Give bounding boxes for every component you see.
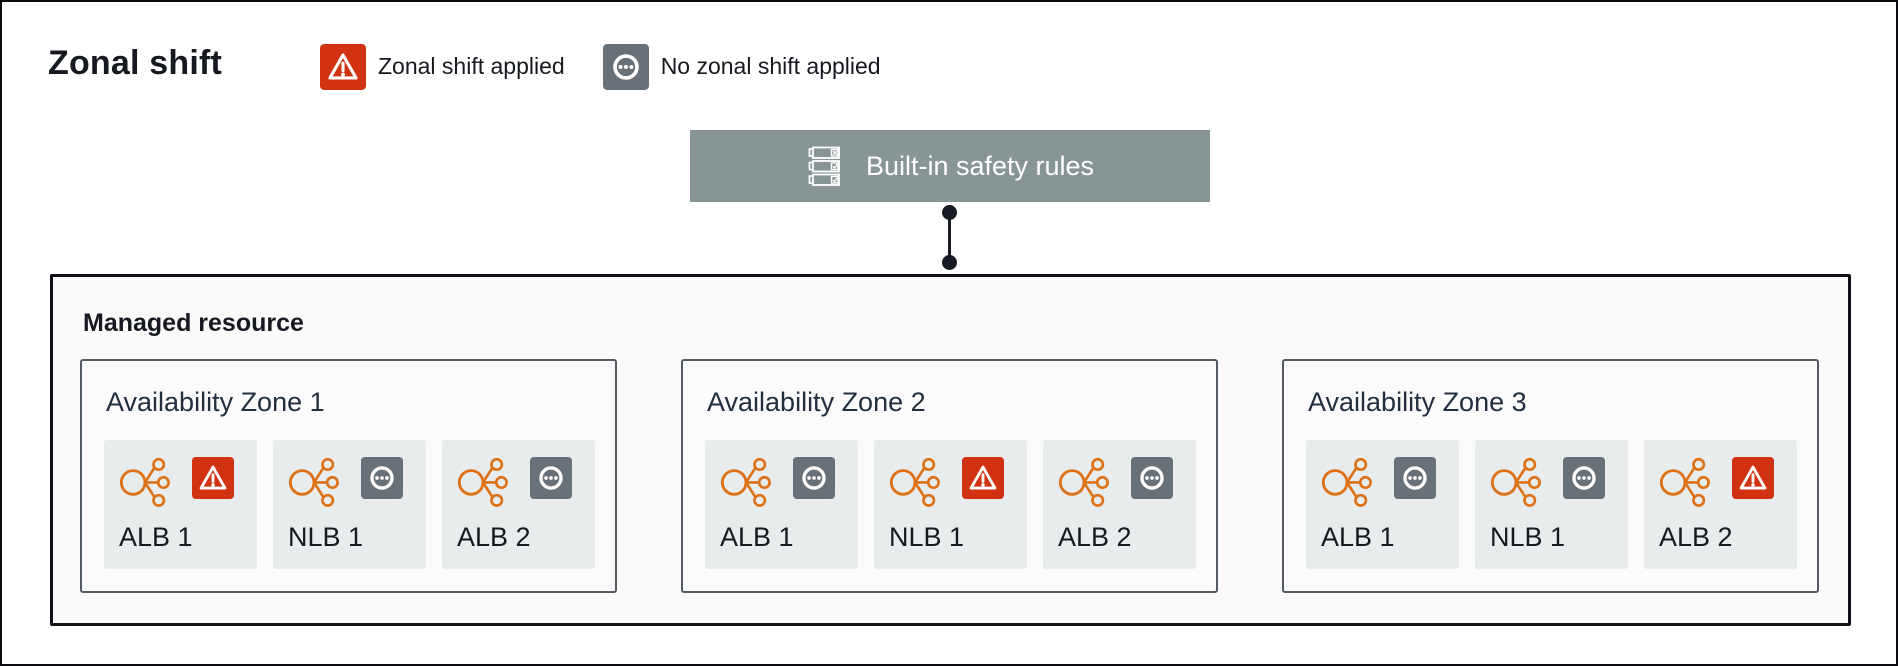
availability-zone-3: Availability Zone 3 ALB 1 [1282,359,1819,593]
no-zonal-shift-icon [361,455,403,499]
zonal-shift-applied-icon [962,455,1004,499]
load-balancer-icon [888,455,941,508]
load-balancer-icon [719,455,772,508]
load-balancer-icon [1057,455,1110,508]
load-balancer-icon [287,455,340,508]
resource-label: ALB 1 [1321,522,1395,552]
no-zonal-shift-icon [1394,455,1436,499]
load-balancer-icon [1658,455,1711,508]
availability-zone-1: Availability Zone 1 ALB 1 [80,359,617,593]
resource-card: ALB 1 [705,440,858,569]
resource-label: ALB 1 [119,522,193,552]
legend: Zonal shift applied No zonal shift appli… [320,42,881,90]
legend-label: No zonal shift applied [660,52,881,79]
legend-item-none: No zonal shift applied [603,42,881,90]
resource-card: ALB 1 [104,440,257,569]
zone-cards: ALB 1 NLB 1 [1306,440,1797,569]
no-zonal-shift-icon [793,455,835,499]
zone-cards: ALB 1 NLB 1 [705,440,1196,569]
connector-dot-bottom [942,255,957,270]
zone-cards: ALB 1 NLB 1 [104,440,595,569]
resource-card: ALB 2 [1644,440,1797,569]
resource-card: ALB 1 [1306,440,1459,569]
zonal-shift-applied-icon [192,455,234,499]
warning-triangle-icon [320,42,366,90]
zone-title: Availability Zone 3 [1308,387,1527,417]
safety-rules-checklist-icon [806,144,850,188]
load-balancer-icon [1489,455,1542,508]
resource-card: ALB 2 [442,440,595,569]
resource-label: NLB 1 [1490,522,1566,552]
availability-zone-2: Availability Zone 2 ALB 1 [681,359,1218,593]
connector-line [948,209,951,265]
load-balancer-icon [1320,455,1373,508]
connector-dot-top [942,205,957,220]
legend-item-applied: Zonal shift applied [320,42,565,90]
resource-label: ALB 2 [1058,522,1132,552]
resource-label: NLB 1 [889,522,965,552]
legend-label: Zonal shift applied [378,52,565,79]
resource-label: ALB 2 [457,522,531,552]
resource-card: ALB 2 [1043,440,1196,569]
no-zonal-shift-icon [1131,455,1173,499]
zone-title: Availability Zone 2 [707,387,926,417]
load-balancer-icon [118,455,171,508]
managed-resource-title: Managed resource [83,309,304,337]
resource-label: NLB 1 [288,522,364,552]
resource-card: NLB 1 [273,440,426,569]
managed-resource-panel: Managed resource Availability Zone 1 ALB… [50,274,1851,626]
built-in-safety-rules-box: Built-in safety rules [690,130,1210,202]
resource-card: NLB 1 [874,440,1027,569]
zonal-shift-applied-icon [1732,455,1774,499]
ellipsis-circle-icon [603,42,649,90]
page-title: Zonal shift [48,44,223,82]
resource-label: ALB 2 [1659,522,1733,552]
availability-zones-row: Availability Zone 1 ALB 1 [80,359,1819,593]
zone-title: Availability Zone 1 [106,387,325,417]
load-balancer-icon [456,455,509,508]
no-zonal-shift-icon [1563,455,1605,499]
safety-rules-label: Built-in safety rules [865,150,1095,181]
resource-card: NLB 1 [1475,440,1628,569]
no-zonal-shift-icon [530,455,572,499]
resource-label: ALB 1 [720,522,794,552]
